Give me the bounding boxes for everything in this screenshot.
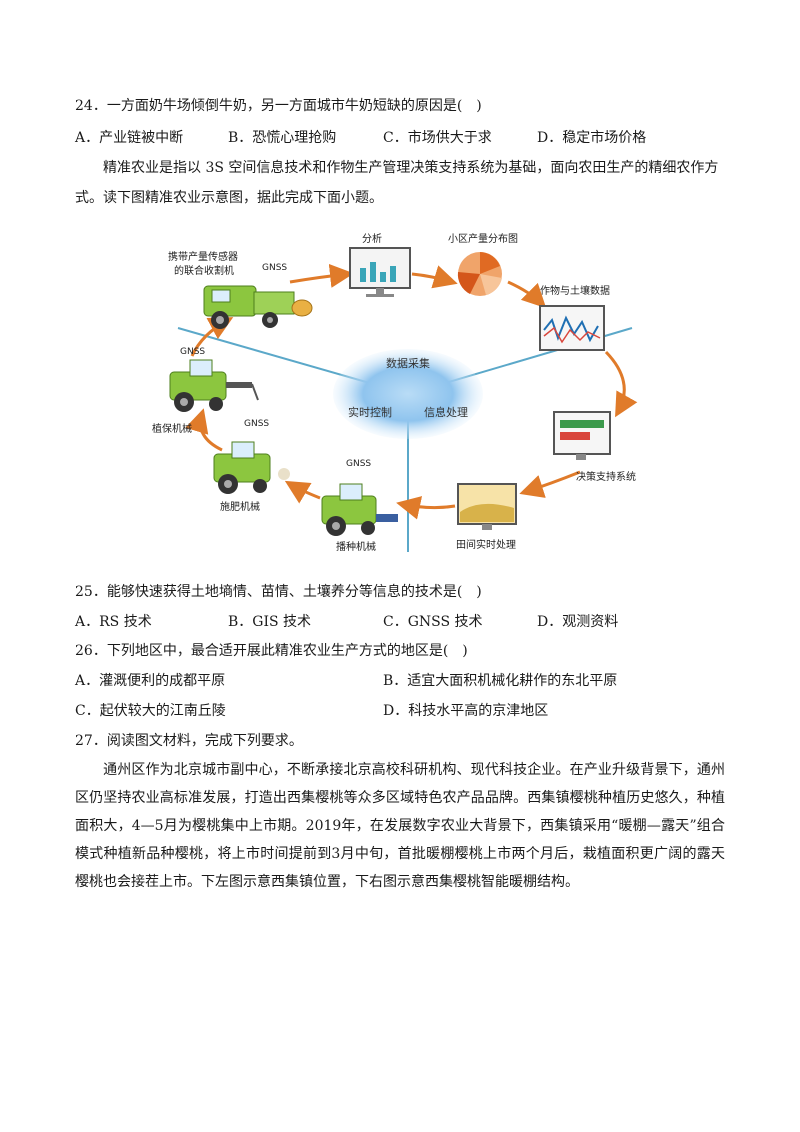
gnss-label-fertilizing: GNSS xyxy=(244,419,269,429)
q25-option-c: C．GNSS 技术 xyxy=(383,614,483,630)
q27-passage-text: 通州区作为北京城市副中心，不断承接北京高校科研机构、现代科技企业。在产业升级背景… xyxy=(75,762,725,890)
precision-agriculture-diagram: 数据采集 实时控制 信息处理 携带产量传感器 的联合收割机 GNSS 分析 小区 xyxy=(152,232,638,553)
q26-option-b: B．适宜大面积机械化耕作的东北平原 xyxy=(383,673,618,689)
q25-option-d: D．观测资料 xyxy=(537,614,619,630)
q24-option-a: A．产业链被中断 xyxy=(75,130,184,146)
field-processing-monitor xyxy=(457,483,517,530)
arrow-harvester-to-analysis xyxy=(289,263,354,288)
crop-soil-monitor xyxy=(539,305,605,351)
harvester-label-line-1: 携带产量传感器 xyxy=(168,250,238,263)
q24-stem: 24．一方面奶牛场倾倒牛奶，另一方面城市牛奶短缺的原因是( ) xyxy=(75,98,482,114)
analysis-monitor xyxy=(349,247,411,297)
fertilizing-label: 施肥机械 xyxy=(220,500,260,513)
decision-support-monitor xyxy=(553,411,611,460)
arrow-fertilizing-to-protection xyxy=(185,408,223,452)
q26-option-c: C．起伏较大的江南丘陵 xyxy=(75,703,226,719)
arrow-decision-to-field xyxy=(519,470,581,498)
arrow-crop-to-decision xyxy=(604,350,638,418)
arrow-field-to-seeding xyxy=(396,496,456,520)
arrow-seeding-to-fertilizing xyxy=(284,480,321,504)
field-processing-label: 田间实时处理 xyxy=(456,538,516,551)
combine-harvester xyxy=(203,285,313,329)
center-label-data-collection: 数据采集 xyxy=(386,356,430,370)
yield-map-label: 小区产量分布图 xyxy=(448,232,518,245)
center-label-realtime-control: 实时控制 xyxy=(348,405,392,419)
decision-support-label: 决策支持系统 xyxy=(576,470,636,483)
fertilizing-machine xyxy=(213,441,290,494)
q27-passage: 通州区作为北京城市副中心，不断承接北京高校科研机构、现代科技企业。在产业升级背景… xyxy=(75,756,725,896)
analysis-label: 分析 xyxy=(362,232,382,245)
gnss-label-harvester: GNSS xyxy=(262,263,287,273)
q25-stem: 25．能够快速获得土地墒情、苗情、土壤养分等信息的技术是( ) xyxy=(75,584,482,600)
q27-stem: 27．阅读图文材料，完成下列要求。 xyxy=(75,733,303,749)
q24-option-d: D．稳定市场价格 xyxy=(537,130,647,146)
harvester-label-line-2: 的联合收割机 xyxy=(174,264,234,277)
yield-map-icon xyxy=(457,252,502,296)
seeding-machine xyxy=(321,483,398,536)
crop-soil-label: 作物与土壤数据 xyxy=(540,284,610,297)
arrow-yieldmap-to-crop xyxy=(507,280,547,309)
center-cloud xyxy=(333,349,483,439)
q24-option-b: B．恐慌心理抢购 xyxy=(228,130,337,146)
plant-protection-machine xyxy=(169,359,259,412)
gnss-label-protection: GNSS xyxy=(180,347,205,357)
gnss-label-seeding: GNSS xyxy=(346,459,371,469)
q26-stem: 26．下列地区中，最合适开展此精准农业生产方式的地区是( ) xyxy=(75,643,468,659)
q24-option-c: C．市场供大于求 xyxy=(383,130,492,146)
intro-line-2: 式。读下图精准农业示意图，据此完成下面小题。 xyxy=(75,190,383,206)
intro-line-1: 精准农业是指以 3S 空间信息技术和作物生产管理决策支持系统为基础，面向农田生产… xyxy=(103,160,719,176)
seeding-label: 播种机械 xyxy=(336,540,376,553)
q25-option-a: A．RS 技术 xyxy=(75,614,152,630)
plant-protection-label: 植保机械 xyxy=(152,422,192,435)
center-label-info-processing: 信息处理 xyxy=(424,405,468,419)
q26-option-d: D．科技水平高的京津地区 xyxy=(383,703,549,719)
arrow-analysis-to-yieldmap xyxy=(411,265,458,289)
q25-option-b: B．GIS 技术 xyxy=(228,614,312,630)
q26-option-a: A．灌溉便利的成都平原 xyxy=(75,673,226,689)
